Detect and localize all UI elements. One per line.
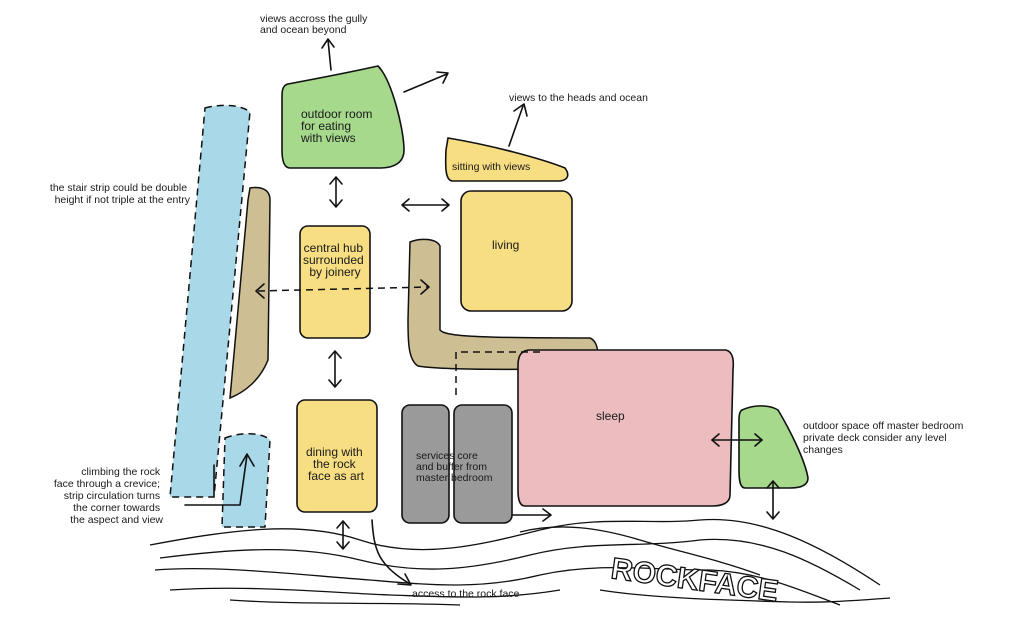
sitting-block	[444, 137, 569, 182]
dashed-services-outline	[455, 351, 540, 395]
stair-strip-lower	[221, 433, 271, 528]
sitting-label: sitting with views	[452, 161, 530, 173]
views-heads-label: views to the heads and ocean	[509, 92, 648, 104]
central-hub-label: central hub surrounded by joinery	[303, 241, 367, 279]
climbing-label: climbing the rock face through a crevice…	[54, 466, 164, 526]
views-gully-label: views accross the gully and ocean beyond	[260, 13, 370, 36]
dining-label: dining with the rock face as art	[306, 445, 366, 483]
sleep-label: sleep	[596, 409, 625, 423]
central-hub-block	[299, 225, 371, 339]
master-outdoor-block	[738, 405, 809, 489]
dining-block	[296, 399, 378, 513]
outdoor-room-label: outdoor room for eating with views	[300, 107, 376, 145]
access-rock-label: access to the rock face	[412, 588, 520, 600]
sleep-block	[517, 349, 735, 507]
living-block	[460, 190, 573, 312]
arrows	[184, 38, 780, 586]
master-outdoor-label: outdoor space off master bedroom private…	[803, 420, 966, 456]
living-label: living	[492, 238, 519, 252]
services-block-a	[401, 404, 450, 524]
rock-face-terrain	[149, 518, 891, 606]
outdoor-room-block	[281, 65, 405, 169]
rock-face-label: ROCKFACE	[609, 552, 780, 608]
circulation-strip-left	[229, 186, 271, 400]
stair-strip-label: the stair strip could be double height i…	[50, 182, 191, 206]
stair-strip	[169, 104, 251, 498]
services-label: services core and buffer from master bed…	[416, 450, 493, 484]
services-block-b	[453, 404, 513, 524]
dashed-axis-horizontal	[257, 286, 429, 292]
